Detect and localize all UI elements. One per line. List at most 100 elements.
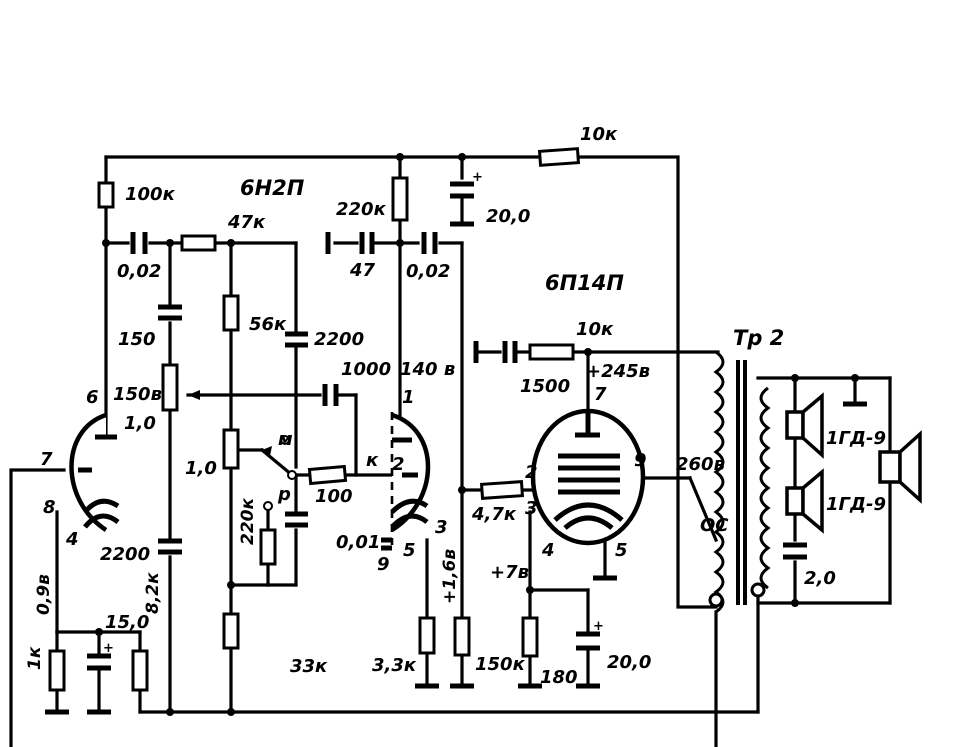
capacitor-2200-low [158, 538, 182, 555]
label-r-220k-top: 220к [336, 199, 387, 220]
label-c-2200-top: 2200 [314, 329, 364, 350]
label-c-001: 0,01 [336, 532, 380, 553]
label-pin-4-right: 4 [541, 540, 555, 561]
speaker-1-icon [785, 392, 824, 459]
resistor-220k-top [391, 176, 409, 222]
capacitor-1000 [322, 384, 339, 406]
potentiometer-1-0-top [161, 363, 179, 412]
label-pin-6: 6 [86, 387, 99, 408]
junctions [95, 153, 859, 716]
resistor-100 [307, 464, 348, 486]
label-r-10k-mid: 10к [576, 319, 614, 340]
label-pot-1-0-mid: 1,0 [185, 458, 217, 479]
label-pin-5-right: 5 [615, 540, 628, 561]
label-r-220k-vert: 220к [238, 498, 258, 545]
label-pin-3-right: 3 [525, 498, 538, 519]
capacitor-15: + [87, 641, 114, 671]
resistor-10k-mid [528, 343, 575, 361]
capacitor-20-top: + [450, 170, 483, 199]
label-pin-7-left: 7 [40, 449, 53, 470]
capacitor-0-02-left [130, 232, 148, 254]
capacitor-20-low: + [576, 619, 604, 651]
label-v-16: +1,6в [440, 549, 460, 604]
output-transformer [708, 350, 771, 614]
resistor-4-7k [479, 480, 525, 500]
resistor-33k [222, 612, 240, 650]
capacitor-tone [285, 511, 308, 528]
label-m: м [278, 429, 293, 450]
label-r-1000: 1000 [341, 359, 391, 380]
speakers [785, 392, 922, 534]
resistors [48, 147, 581, 692]
label-c-15: 15,0 [105, 612, 149, 633]
resistor-180 [521, 616, 539, 658]
resistor-8-2k [131, 649, 149, 692]
tube-6n2p [69, 412, 431, 545]
label-c-002-left: 0,02 [117, 261, 161, 282]
label-pin-5-left: 5 [403, 540, 416, 561]
label-r-33k-a: 33к [290, 656, 328, 677]
label-v-09: 0,9в [34, 574, 54, 615]
svg-text:+: + [103, 641, 114, 656]
label-r-33k-b: 3,3к [372, 655, 417, 676]
tube-6p14p [530, 408, 646, 546]
label-r-82k: 8,2к [143, 572, 163, 614]
label-r-10k-top: 10к [580, 124, 618, 145]
label-pin-9-left: 9 [377, 554, 390, 575]
svg-text:+: + [593, 619, 604, 634]
speaker-3-icon [878, 430, 922, 504]
label-pin-7-right: 7 [594, 384, 607, 405]
capacitor-1500 [473, 341, 518, 363]
grounds [45, 221, 867, 715]
resistor-100k [97, 181, 115, 209]
label-r-4-7k: 4,7к [471, 504, 517, 525]
label-pot-1-0-top: 1,0 [124, 413, 156, 434]
capacitor-2-0 [783, 542, 807, 560]
label-v-245: +245в [586, 361, 650, 382]
label-k: к [366, 450, 379, 471]
capacitor-0-02-mid [421, 232, 438, 254]
label-v-140: 140 в [400, 359, 455, 380]
label-pin-2-left: 2 [392, 454, 405, 475]
label-r-150k: 150к [475, 654, 526, 675]
resistor-56k [222, 294, 240, 332]
label-c-150: 150 [118, 329, 156, 350]
label-c-20-low: 20,0 [607, 652, 651, 673]
wiring [9, 155, 892, 747]
label-pin-3-left: 3 [435, 517, 448, 538]
label-r-180: 180 [540, 667, 578, 688]
label-pin-8: 8 [43, 497, 56, 518]
svg-text:+: + [472, 170, 483, 185]
potentiometer-1-0-mid [222, 428, 240, 470]
capacitor-0-01 [381, 537, 392, 551]
label-r-100k: 100к [125, 184, 176, 205]
capacitor-47 [325, 232, 375, 254]
label-spk-2: 1ГД-9 [826, 494, 886, 515]
resistor-1k [48, 649, 66, 692]
label-p: р [277, 484, 291, 505]
capacitor-150 [158, 304, 182, 321]
resistor-220k-vert [259, 528, 277, 566]
labels: 6Н2П 6П14П Тр 2 100к 47к 220к 20,0 10к 0… [25, 124, 886, 688]
capacitor-2200-top [285, 331, 308, 348]
resistor-3-3k [418, 616, 436, 655]
label-spk-1: 1ГД-9 [826, 428, 886, 449]
label-c-2200-low: 2200 [100, 544, 150, 565]
label-r-100: 100 [315, 486, 353, 507]
label-oc: ОС [700, 515, 729, 536]
label-c-002-mid: 0,02 [406, 261, 450, 282]
capacitors: + + + [87, 170, 807, 671]
label-c-47: 47 [349, 260, 376, 281]
label-c-1500: 1500 [520, 376, 570, 397]
label-v-150: 150в [113, 384, 162, 405]
label-r-47k: 47к [227, 212, 266, 233]
label-pin-1: 1 [402, 387, 415, 408]
label-c-20-top: 20,0 [486, 206, 530, 227]
label-pin-9-right: 9 [634, 450, 647, 471]
label-r-56k: 56к [249, 314, 287, 335]
resistor-10k-top [537, 147, 581, 167]
label-tube-1-type: 6Н2П [240, 176, 305, 200]
speaker-2-icon [785, 468, 824, 534]
resistor-150k [453, 616, 471, 657]
